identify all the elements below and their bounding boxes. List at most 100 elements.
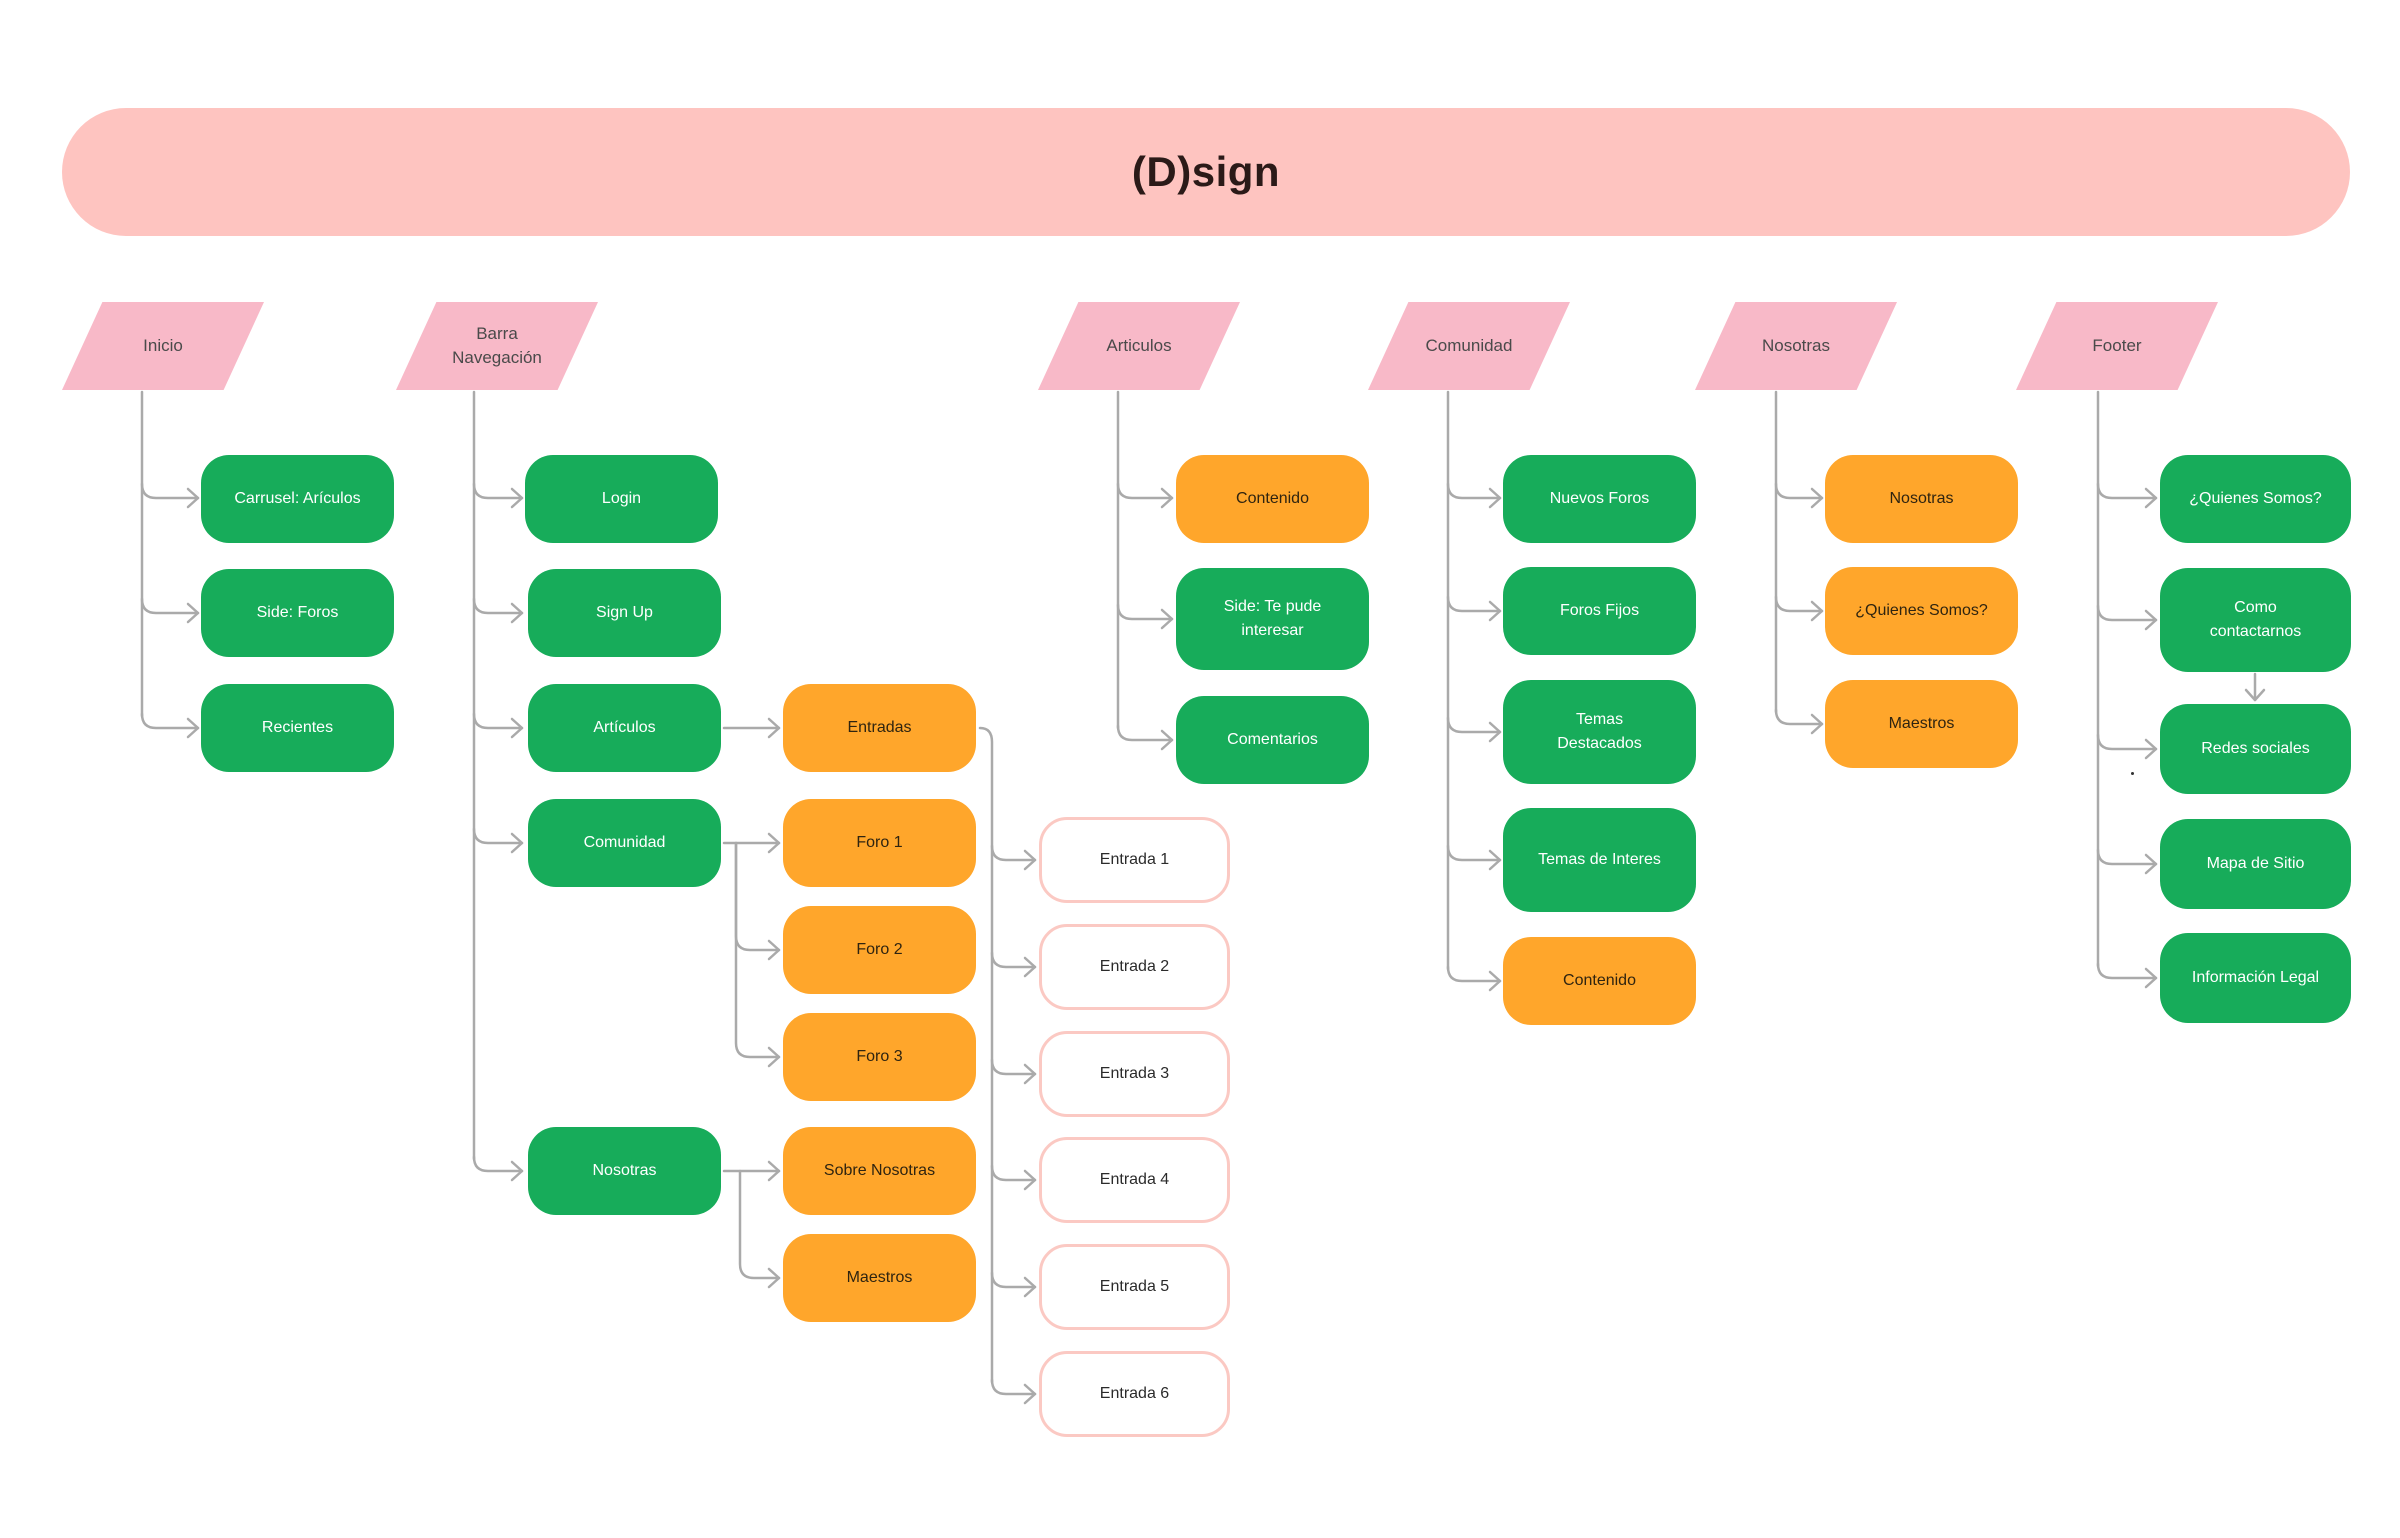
connector-entradas-branch: [990, 1164, 1037, 1182]
node-recientes[interactable]: Recientes: [201, 684, 394, 772]
section-barra-navegacion[interactable]: Barra Navegación: [396, 302, 598, 390]
title-banner: (D)sign: [62, 108, 2350, 236]
node-mapa-de-sitio[interactable]: Mapa de Sitio: [2160, 819, 2351, 909]
node-nuevos-foros[interactable]: Nuevos Foros: [1503, 455, 1696, 543]
section-label: Inicio: [143, 336, 183, 355]
connector-arrowhead: [1023, 1276, 1037, 1298]
node-side-foros[interactable]: Side: Foros: [201, 569, 394, 657]
connector-footer-branch: [2096, 848, 2158, 866]
node-como-contactarnos[interactable]: Como contactarnos: [2160, 568, 2351, 672]
connector-barra-arrowhead: [510, 602, 524, 624]
node-entradas[interactable]: Entradas: [783, 684, 976, 772]
node-foro-3[interactable]: Foro 3: [783, 1013, 976, 1101]
connector-comunidad-branch: [1446, 965, 1502, 983]
node-nav-articulos[interactable]: Artículos: [528, 684, 721, 772]
node-redes-sociales[interactable]: Redes sociales: [2160, 704, 2351, 794]
connector-articulos-branch: [1116, 603, 1174, 621]
connector-footer-arrowhead: [2144, 487, 2158, 509]
connector-barra-branch: [472, 482, 524, 500]
section-comunidad[interactable]: Comunidad: [1368, 302, 1570, 390]
connector-footer-branch: [2096, 733, 2158, 751]
section-footer[interactable]: Footer: [2016, 302, 2218, 390]
node-comentarios[interactable]: Comentarios: [1176, 696, 1369, 784]
section-label: Comunidad: [1425, 336, 1513, 355]
connector-comunidad-arrowhead: [1488, 721, 1502, 743]
node-foro-1[interactable]: Foro 1: [783, 799, 976, 887]
connector-entradas-branch: [990, 1378, 1037, 1396]
node-sign-up[interactable]: Sign Up: [528, 569, 721, 657]
node-entrada-1[interactable]: Entrada 1: [1039, 817, 1230, 903]
connector-barra-branch: [472, 1155, 524, 1173]
connector-arrowhead: [1023, 849, 1037, 871]
connector-arrowhead: [1023, 1383, 1037, 1405]
connector-inicio-arrowhead: [186, 717, 200, 739]
node-carrusel-articulos[interactable]: Carrusel: Arículos: [201, 455, 394, 543]
node-footer-quienes-somos[interactable]: ¿Quienes Somos?: [2160, 455, 2351, 543]
node-side-te-pude-interesar[interactable]: Side: Te pude interesar: [1176, 568, 1369, 670]
connector-comunidad-foro: [734, 841, 781, 952]
connector-articulos-arrowhead: [1160, 487, 1174, 509]
node-login[interactable]: Login: [525, 455, 718, 543]
connector-comunidad-branch: [1446, 716, 1502, 734]
connector-entradas-trunk: [978, 726, 994, 1384]
node-nav-nosotras[interactable]: Nosotras: [528, 1127, 721, 1215]
connector-comunidad-branch: [1446, 595, 1502, 613]
connector-entradas-branch: [990, 1058, 1037, 1076]
node-comunidad-contenido[interactable]: Contenido: [1503, 937, 1696, 1025]
connector-nosotras-branch: [1774, 482, 1824, 500]
connector-arrowhead: [1023, 1063, 1037, 1085]
connector-comunidad-arrowhead: [1488, 849, 1502, 871]
connector-inicio-arrowhead: [186, 487, 200, 509]
node-temas-destacados[interactable]: Temas Destacados: [1503, 680, 1696, 784]
connector-nosotras-arrowhead: [1810, 713, 1824, 735]
section-label: Footer: [2092, 336, 2142, 355]
connector-arrowhead: [767, 1160, 781, 1182]
connector-barra-branch: [472, 597, 524, 615]
connector-inicio-branch: [140, 712, 200, 730]
node-entrada-5[interactable]: Entrada 5: [1039, 1244, 1230, 1330]
connector-entradas-branch: [990, 951, 1037, 969]
node-nosotras-maestros[interactable]: Maestros: [1825, 680, 2018, 768]
node-sobre-nosotras[interactable]: Sobre Nosotras: [783, 1127, 976, 1215]
node-nosotras-quienes-somos[interactable]: ¿Quienes Somos?: [1825, 567, 2018, 655]
connector-footer-branch: [2096, 962, 2158, 980]
connector-footer-arrowhead: [2144, 853, 2158, 875]
section-label: Articulos: [1106, 336, 1172, 355]
connector-arrowhead: [2244, 688, 2266, 702]
node-articulos-contenido[interactable]: Contenido: [1176, 455, 1369, 543]
connector-barra-arrowhead: [510, 1160, 524, 1182]
connector-footer-branch: [2096, 482, 2158, 500]
connector-barra-branch: [472, 712, 524, 730]
connector-arrowhead: [767, 939, 781, 961]
node-entrada-6[interactable]: Entrada 6: [1039, 1351, 1230, 1437]
node-nav-comunidad[interactable]: Comunidad: [528, 799, 721, 887]
node-entrada-3[interactable]: Entrada 3: [1039, 1031, 1230, 1117]
node-nav-maestros[interactable]: Maestros: [783, 1234, 976, 1322]
connector-barra-arrowhead: [510, 832, 524, 854]
connector-articulos-branch: [1116, 724, 1174, 742]
connector-arrowhead: [767, 717, 781, 739]
connector-nosotras-maestros: [738, 1169, 781, 1280]
node-informacion-legal[interactable]: Información Legal: [2160, 933, 2351, 1023]
node-temas-de-interes[interactable]: Temas de Interes: [1503, 808, 1696, 912]
connector-comunidad-branch: [1446, 844, 1502, 862]
node-foro-2[interactable]: Foro 2: [783, 906, 976, 994]
connector-inicio-branch: [140, 482, 200, 500]
section-articulos[interactable]: Articulos: [1038, 302, 1240, 390]
connector-entradas-branch: [990, 1271, 1037, 1289]
node-entrada-4[interactable]: Entrada 4: [1039, 1137, 1230, 1223]
node-entrada-2[interactable]: Entrada 2: [1039, 924, 1230, 1010]
section-nosotras[interactable]: Nosotras: [1695, 302, 1897, 390]
connector-footer-arrowhead: [2144, 738, 2158, 760]
section-inicio[interactable]: Inicio: [62, 302, 264, 390]
connector-entradas-branch: [990, 844, 1037, 862]
connector-articulos-arrowhead: [1160, 608, 1174, 630]
node-foros-fijos[interactable]: Foros Fijos: [1503, 567, 1696, 655]
node-nosotras[interactable]: Nosotras: [1825, 455, 2018, 543]
connector-arrowhead: [767, 1267, 781, 1289]
connector-articulos-arrowhead: [1160, 729, 1174, 751]
connector-arrowhead: [767, 832, 781, 854]
stray-dot: [2131, 772, 2134, 775]
connector-arrowhead: [1023, 1169, 1037, 1191]
